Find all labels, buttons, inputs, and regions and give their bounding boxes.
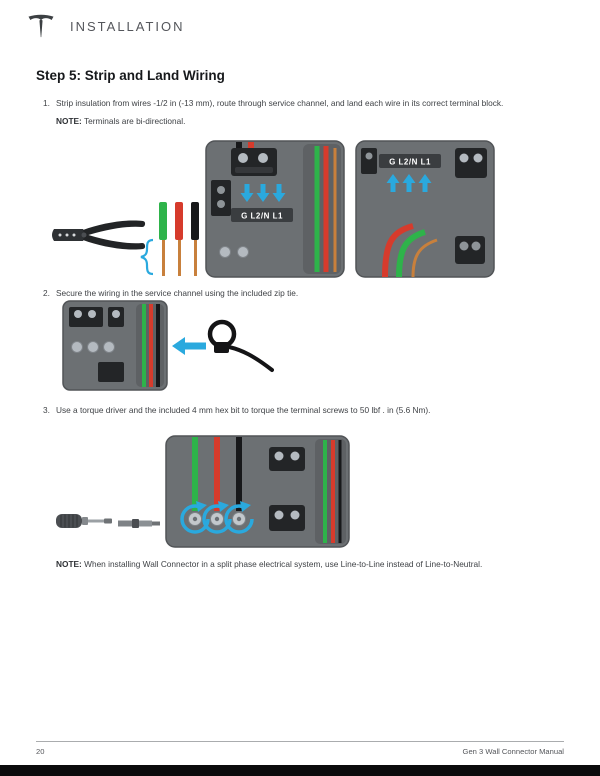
terminal-label-text: G L2/N L1 [389,158,431,167]
footer-manual-title: Gen 3 Wall Connector Manual [462,747,564,756]
terminal-panel-bottom-feed-illustration: G L2/N L1 [355,140,495,278]
rotation-arrow-icon [180,501,210,534]
footer-page-number: 20 [36,747,45,756]
arrow-down-icon [240,184,286,202]
step-2-text: Secure the wiring in the service channel… [56,288,299,298]
step-item-2: 2. Secure the wiring in the service chan… [43,287,536,299]
step-3-text: Use a torque driver and the included 4 m… [56,405,431,415]
terminal-panel-top-feed-illustration: G L2/N L1 [205,140,345,278]
arrow-up-icon [386,174,432,192]
service-channel-panel-illustration [62,300,168,391]
step-1-number: 1. [43,98,50,108]
step-2-number: 2. [43,288,50,298]
note-label: NOTE: [56,116,82,127]
torque-driver-illustration [56,514,112,528]
step-1-text: Strip insulation from wires -1/2 in (-13… [56,98,504,108]
step-2-illustrations [62,300,277,392]
terminal-label-text: G L2/N L1 [241,212,283,221]
footer-divider [36,741,564,742]
stripped-wires-illustration [140,202,199,276]
step-3-number: 3. [43,405,50,415]
page-title: Step 5: Strip and Land Wiring [36,68,225,83]
step-item-1: 1. Strip insulation from wires -1/2 in (… [43,97,528,127]
measure-brace-icon [140,238,154,276]
tesla-logo-icon [28,14,54,38]
torque-terminal-panel-illustration [165,435,350,548]
final-note-label: NOTE: [56,559,82,569]
step-3-illustrations [55,435,495,550]
hex-bit-illustration [118,519,160,528]
step-1-note: NOTE: Terminals are bi-directional. [56,115,528,127]
step-1-illustrations: G L2/N L1 G L2/N L1 [50,140,495,278]
zip-tie-illustration [207,319,274,372]
final-note: NOTE: When installing Wall Connector in … [56,558,548,570]
final-note-text: When installing Wall Connector in a spli… [81,559,483,569]
rotation-arrow-icon [202,501,232,534]
wire-stripper-tool-illustration [52,220,146,250]
note-text: Terminals are bi-directional. [81,116,186,127]
footer-bar [0,765,600,776]
page-header: INSTALLATION [28,10,185,42]
rotation-arrow-icon [224,501,254,534]
section-title: INSTALLATION [70,18,185,34]
arrow-left-icon [172,337,206,355]
step-item-3: 3. Use a torque driver and the included … [43,404,518,416]
